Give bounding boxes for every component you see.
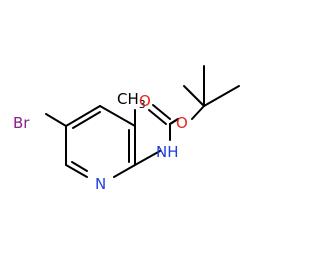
bond-tbu-methyl-left <box>183 85 205 107</box>
atom-label-carbonyl-oxygen: O <box>139 92 151 110</box>
structure-diagram: Br N NH CH3 O O <box>13 65 240 193</box>
methyl-subscript: 3 <box>139 98 146 111</box>
molecule-canvas: Br N NH CH3 O O <box>13 65 240 193</box>
bond-c2-n1 <box>113 164 136 178</box>
bond-n1-c6 <box>65 164 88 178</box>
bond-o-tbu <box>191 105 205 120</box>
bond-n1-c6-inner <box>71 161 88 172</box>
bond-carbonyl-double-1 <box>148 109 167 125</box>
atom-label-methyl: CH3 <box>117 90 146 111</box>
bond-carbonyl-double-2 <box>152 104 171 120</box>
bond-c2-nh <box>134 150 161 166</box>
bond-carbonyl-o <box>169 118 179 125</box>
bond-tbu-methyl-right <box>203 85 240 107</box>
bond-c5-br <box>45 113 67 127</box>
atom-label-amide-nitrogen: NH <box>156 143 179 161</box>
atom-label-ring-nitrogen: N <box>95 175 106 193</box>
atom-label-ester-oxygen: O <box>176 114 188 132</box>
bond-c5-c4-inner <box>72 111 101 129</box>
atom-label-bromine: Br <box>13 114 30 132</box>
methyl-ch-text: CH <box>117 90 139 108</box>
bond-c5-c4 <box>65 105 101 127</box>
pyridine-ring <box>65 105 136 178</box>
bond-c4-c3 <box>99 105 136 127</box>
